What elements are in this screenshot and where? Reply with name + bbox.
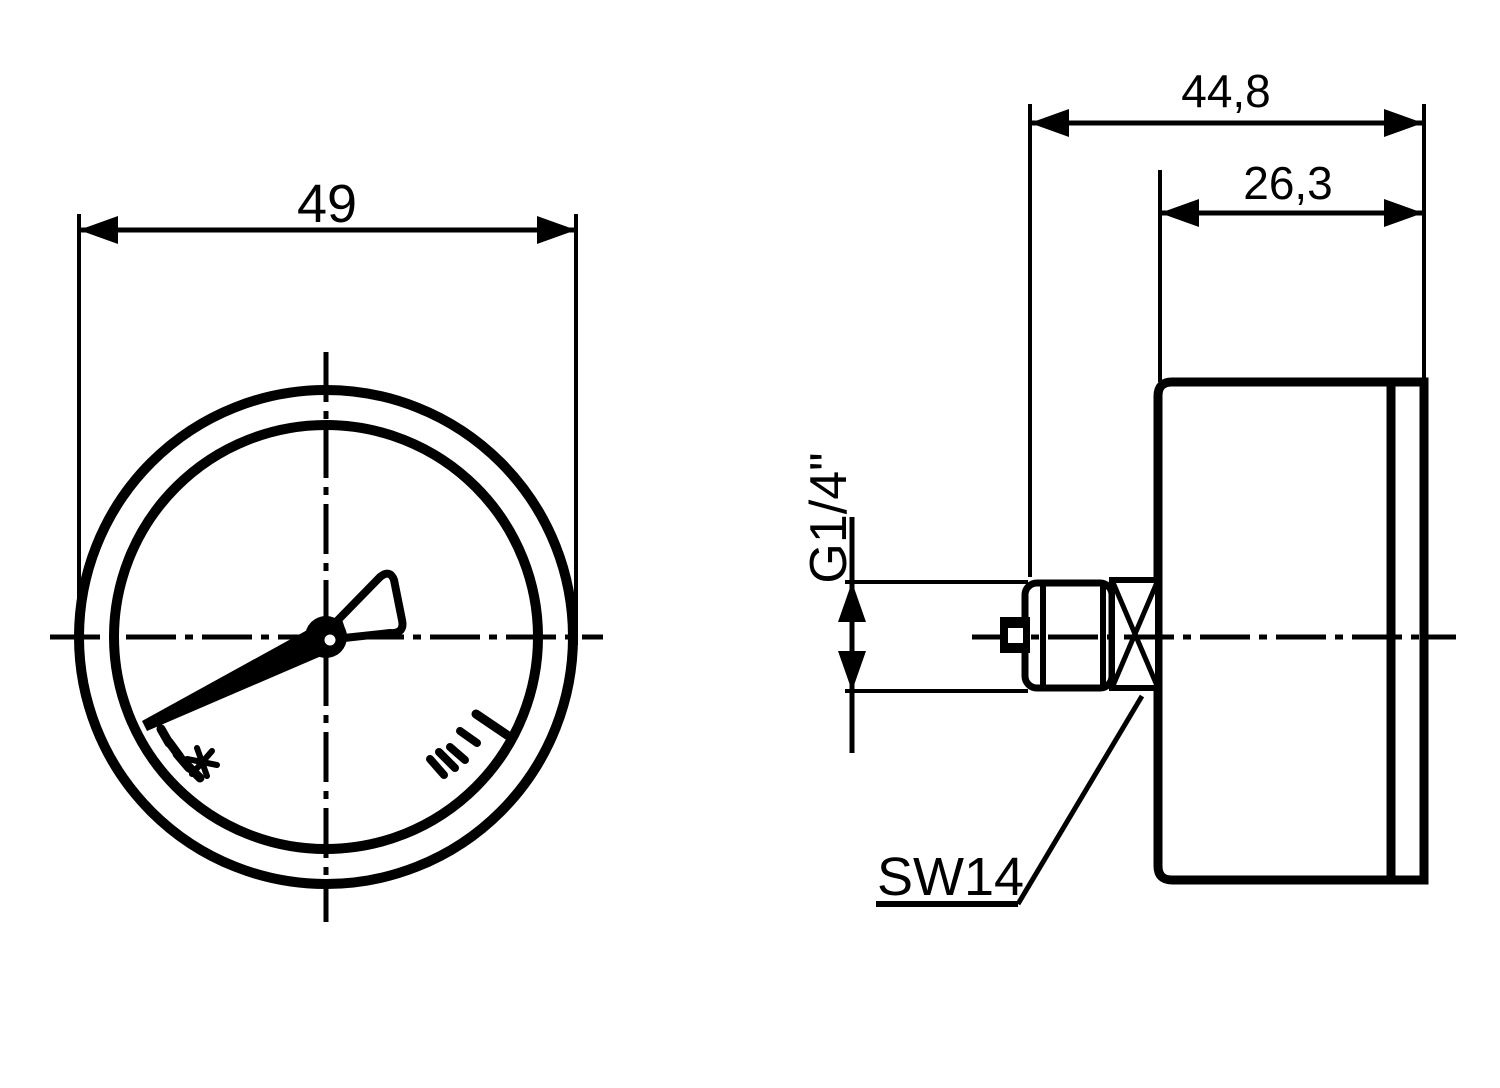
needle-hub-pin (324, 634, 336, 646)
dimension-total-depth: 44,8 (1028, 65, 1426, 577)
asterisk-symbol (184, 745, 220, 779)
arrowhead-left (1030, 109, 1069, 137)
tick (435, 748, 459, 772)
gauge-case (1153, 377, 1429, 885)
arrowhead-right (537, 216, 576, 244)
leader-line (1015, 694, 1145, 906)
dimension-front-diameter: 49 (77, 174, 578, 645)
arrowhead-up (838, 582, 866, 622)
arrowhead-right (1384, 109, 1423, 137)
side-view: 44,8 26,3 G1/4" SW14 (800, 65, 1456, 907)
needle (142, 623, 333, 731)
tick (446, 743, 469, 764)
thread-bore-notch (1008, 628, 1023, 643)
wrench-size-callout: SW14 (876, 694, 1145, 907)
arrowhead-right (1384, 199, 1423, 227)
wrench-size-label: SW14 (877, 847, 1024, 907)
dimension-label-thread: G1/4" (800, 452, 858, 583)
crosshatch-diagonal (1109, 579, 1161, 689)
needle-counterweight (334, 569, 407, 642)
dimension-label-26-3: 26,3 (1243, 157, 1333, 209)
front-view: 49 (50, 174, 603, 922)
tick-long (471, 709, 512, 740)
connection-block (1109, 577, 1161, 691)
tick (426, 755, 448, 779)
thread-stub (1000, 617, 1030, 653)
arrowhead-left (1160, 199, 1199, 227)
arrowhead-down (838, 651, 866, 691)
scale-ticks-right (426, 709, 512, 779)
dimension-label-44-8: 44,8 (1181, 65, 1271, 117)
dimension-thread: G1/4" (800, 452, 1028, 753)
dimension-case-depth: 26,3 (1158, 157, 1423, 382)
dimension-label-49: 49 (297, 174, 357, 234)
arrowhead-left (79, 216, 118, 244)
tick (456, 727, 481, 747)
